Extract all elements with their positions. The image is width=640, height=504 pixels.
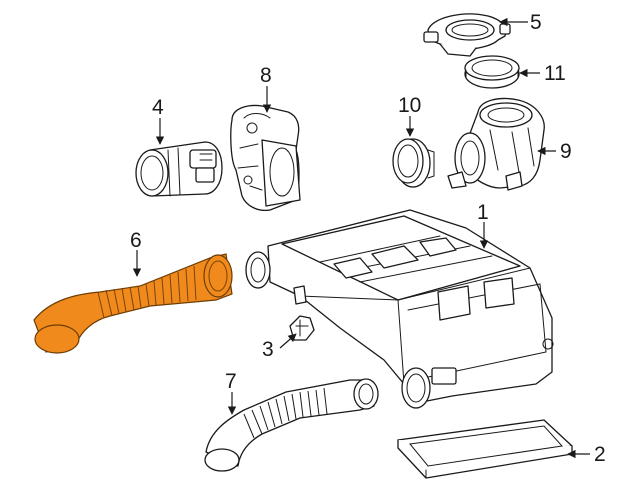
callout-11[interactable]: 11 — [544, 62, 566, 85]
callout-4[interactable]: 4 — [152, 96, 164, 119]
part-5-clamp[interactable] — [423, 13, 511, 57]
callout-2[interactable]: 2 — [594, 443, 606, 466]
callout-3[interactable]: 3 — [262, 338, 274, 361]
part-10-seal[interactable] — [392, 138, 435, 188]
callout-9[interactable]: 9 — [560, 140, 572, 163]
part-7-hose[interactable] — [204, 378, 379, 472]
part-8-throttle-body[interactable] — [230, 104, 301, 212]
leader-3 — [279, 333, 297, 349]
callout-10[interactable]: 10 — [398, 94, 421, 117]
part-6-intake-hose[interactable] — [33, 253, 233, 354]
callout-6[interactable]: 6 — [130, 229, 142, 252]
callout-5[interactable]: 5 — [530, 11, 542, 34]
callout-labels: 5 11 4 8 10 9 1 6 3 7 2 — [130, 11, 606, 466]
leader-lines — [132, 17, 590, 459]
callout-7[interactable]: 7 — [225, 370, 237, 393]
callout-8[interactable]: 8 — [260, 64, 272, 87]
part-1-air-filter-housing[interactable] — [245, 209, 554, 409]
part-9-intake-elbow[interactable] — [447, 97, 545, 191]
callout-1[interactable]: 1 — [477, 201, 489, 224]
part-2-filter-element[interactable] — [397, 419, 573, 479]
part-11-ring[interactable] — [464, 55, 520, 89]
part-4-air-mass-sensor[interactable] — [135, 141, 223, 197]
